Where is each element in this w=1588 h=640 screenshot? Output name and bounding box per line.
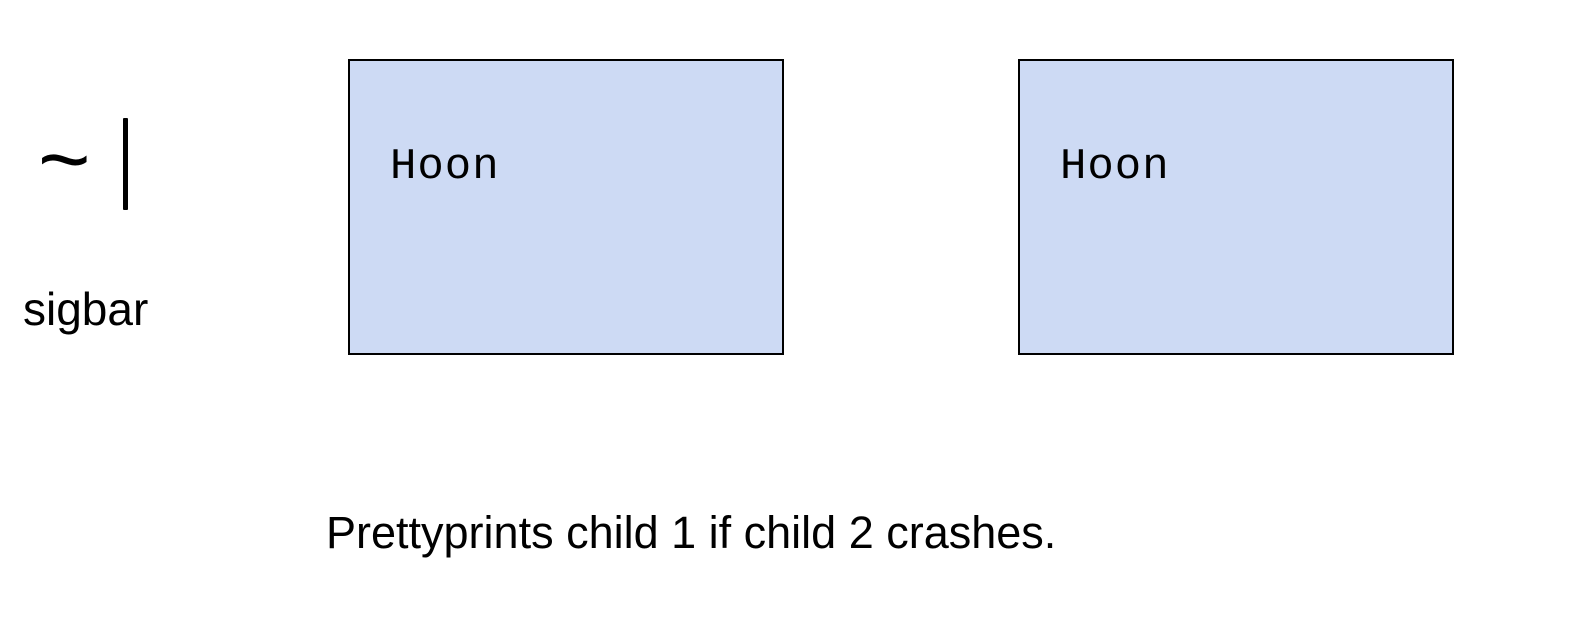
bar-glyph [122,118,128,210]
child-1-label: Hoon [390,142,500,192]
caption-text: Prettyprints child 1 if child 2 crashes. [326,507,1057,558]
rune-glyph: ~ [38,110,128,210]
child-1-box: Hoon [348,59,784,355]
tilde-glyph: ~ [38,110,91,210]
child-2-box: Hoon [1018,59,1454,355]
rune-name: sigbar [23,283,149,335]
child-2-label: Hoon [1060,142,1170,192]
